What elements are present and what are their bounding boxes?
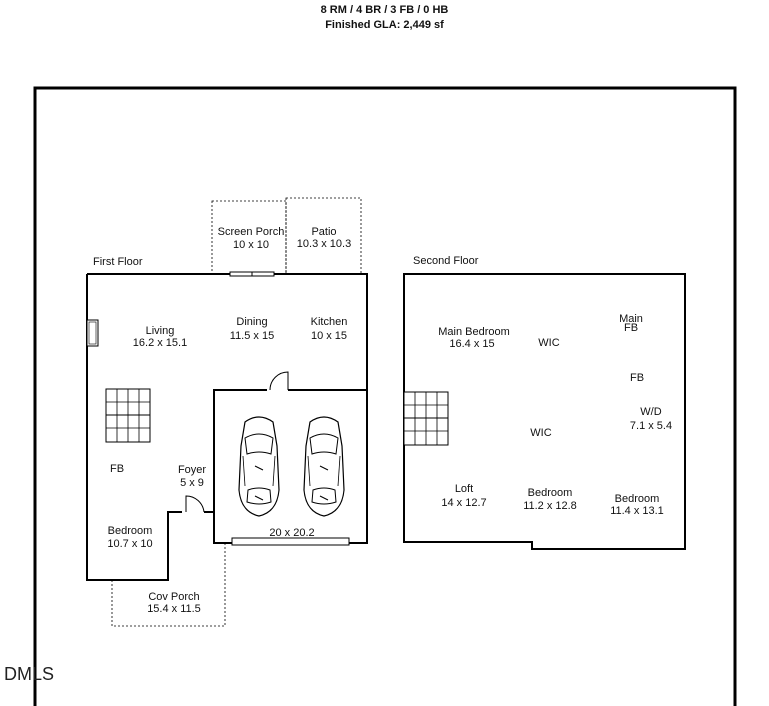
fb-first-floor: FB xyxy=(110,463,124,475)
wd-dim: 7.1 x 5.4 xyxy=(630,420,672,432)
car-icon xyxy=(238,416,280,517)
loft-dim: 14 x 12.7 xyxy=(441,497,486,509)
second-floor-stairs xyxy=(403,391,449,446)
cov-porch-outline xyxy=(111,543,226,627)
kitchen-name: Kitchen xyxy=(311,316,348,328)
first-floor-plan xyxy=(86,197,368,627)
wd-name: W/D xyxy=(640,406,661,418)
garage-door-swing xyxy=(269,371,289,391)
screen-porch-dim: 10 x 10 xyxy=(233,239,269,251)
first-floor-label: First Floor xyxy=(93,256,143,268)
living-dim: 16.2 x 15.1 xyxy=(133,337,187,349)
bedroom-first-dim: 10.7 x 10 xyxy=(107,538,152,550)
second-floor-label: Second Floor xyxy=(413,255,479,267)
wic-main: WIC xyxy=(538,337,559,349)
patio-name: Patio xyxy=(311,226,336,238)
patio-dim: 10.3 x 10.3 xyxy=(297,238,351,250)
cov-porch-name: Cov Porch xyxy=(148,591,199,603)
dining-name: Dining xyxy=(236,316,267,328)
second-floor-wall xyxy=(403,273,686,550)
main-bedroom-name: Main Bedroom xyxy=(438,326,510,338)
fb-second-floor: FB xyxy=(630,372,644,384)
watermark-logo: DMLS xyxy=(4,664,55,684)
outer-frame xyxy=(33,86,737,706)
car-icon xyxy=(303,416,345,517)
header-room-count: 8 RM / 4 BR / 3 FB / 0 HB xyxy=(320,4,449,16)
bedroom-second-dim: 11.2 x 12.8 xyxy=(523,500,577,512)
cov-porch-dim: 15.4 x 11.5 xyxy=(147,603,201,615)
main-fb-label: Main xyxy=(619,313,643,325)
bedroom-first-name: Bedroom xyxy=(108,525,153,537)
bedroom-second-name: Bedroom xyxy=(528,487,573,499)
foyer-dim: 5 x 9 xyxy=(180,477,204,489)
screen-porch-name: Screen Porch xyxy=(218,226,285,238)
first-floor-wall-left xyxy=(86,274,182,581)
garage-door xyxy=(231,537,350,546)
second-floor-plan xyxy=(403,273,686,550)
bedroom-third-name: Bedroom xyxy=(615,493,660,505)
main-bedroom-dim: 16.4 x 15 xyxy=(449,338,494,350)
header-finished-gla: Finished GLA: 2,449 sf xyxy=(325,19,444,31)
foyer-name: Foyer xyxy=(178,464,206,476)
bedroom-third-dim: 11.4 x 13.1 xyxy=(610,505,664,517)
fireplace xyxy=(86,319,99,347)
foyer-door-swing xyxy=(185,495,205,513)
wic-second: WIC xyxy=(530,427,551,439)
dining-dim: 11.5 x 15 xyxy=(230,330,274,342)
main-fb-label-2: FB xyxy=(624,322,638,334)
living-name: Living xyxy=(146,325,175,337)
kitchen-dim: 10 x 15 xyxy=(311,330,347,342)
loft-name: Loft xyxy=(455,483,473,495)
first-floor-stairs xyxy=(105,388,151,443)
garage-dim: 20 x 20.2 xyxy=(269,527,314,539)
